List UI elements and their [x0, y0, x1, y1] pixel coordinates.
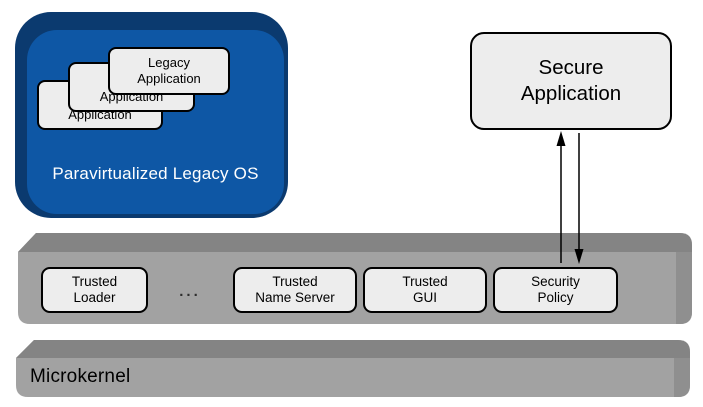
arrow-down-head	[574, 249, 584, 264]
legacy-os-label: Paravirtualized Legacy OS	[52, 164, 259, 183]
secure-application-label-line2: Application	[520, 82, 622, 105]
trusted-loader-label-line1: Trusted	[71, 273, 118, 289]
trusted-gui-box: Trusted GUI	[363, 267, 487, 313]
trusted-gui-label-line2: GUI	[412, 290, 437, 305]
security-policy-box: Security Policy	[493, 267, 618, 313]
trusted-layer-bar-right-bevel	[676, 252, 692, 324]
trusted-loader-label-line2: Loader	[73, 290, 116, 305]
trusted-gui-label-line1: Trusted	[402, 273, 448, 289]
secure-application-box: Secure Application	[470, 32, 672, 130]
microkernel-label: Microkernel	[30, 366, 131, 387]
legacy-application-front-label-line2: Application	[137, 71, 201, 86]
trusted-name-server-label-line1: Trusted	[272, 273, 318, 289]
legacy-application-box-front: Legacy Application	[108, 47, 230, 95]
ellipsis-more-services: ...	[179, 283, 201, 300]
microkernel-bar-right-bevel	[674, 358, 690, 397]
arrow-up-head	[556, 131, 566, 146]
secure-application-label-line1: Secure	[538, 56, 604, 79]
security-policy-label-line2: Policy	[537, 290, 574, 305]
trusted-layer-bar-top-bevel	[18, 233, 692, 252]
microkernel-bar-top-bevel	[16, 340, 690, 358]
trusted-name-server-label-line2: Name Server	[255, 290, 335, 305]
legacy-application-front-label-line1: Legacy	[148, 55, 190, 70]
secure-app-policy-arrows	[560, 133, 580, 263]
trusted-loader-box: Trusted Loader	[41, 267, 148, 313]
trusted-name-server-box: Trusted Name Server	[233, 267, 357, 313]
security-policy-label-line1: Security	[531, 273, 580, 289]
